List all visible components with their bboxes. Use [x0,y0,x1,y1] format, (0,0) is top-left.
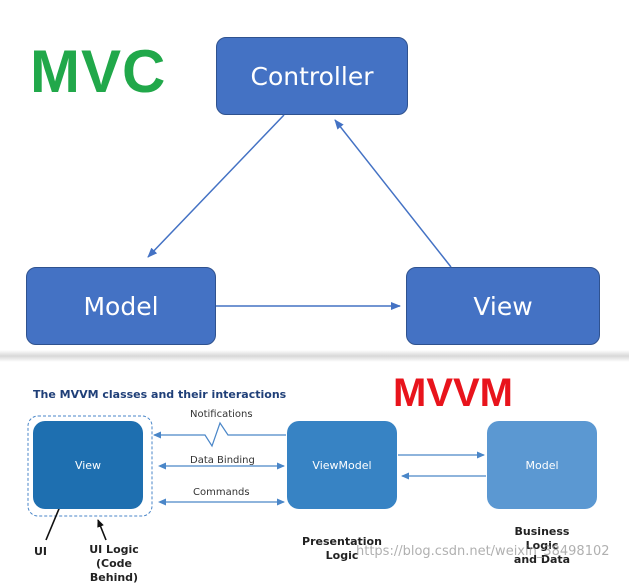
data-binding-label: Data Binding [190,455,255,466]
commands-arrow-left-head [158,498,166,506]
viewmodel-box: ViewModel [287,421,397,509]
notifications-label: Notifications [190,409,253,420]
view-label: View [473,291,533,321]
mvvm-model-box: Model [487,421,597,509]
mvc-title: MVC [30,38,167,105]
commands-label: Commands [193,487,250,498]
model-label: Model [83,291,159,321]
view-box: View [406,267,600,345]
viewmodel-label: ViewModel [312,458,372,472]
mvc-arrows [147,114,452,310]
controller-label: Controller [250,61,374,91]
model-box: Model [26,267,216,345]
presentation-logic-label: Presentation Logic [302,535,382,562]
business-logic-label: Business Logic and Data [513,525,571,566]
mvvm-view-box: View [33,421,143,509]
section-divider [0,350,629,362]
notifications-arrow [153,421,286,448]
controller-box: Controller [216,37,408,115]
mvvm-model-label: Model [525,458,559,472]
view-to-controller-arrow [334,119,452,268]
ui-label: UI [34,545,48,558]
ui-logic-label: UI Logic (Code Behind) [89,543,139,584]
code-behind-outline [27,415,153,517]
data-binding-arrow-left-head [158,462,166,470]
controller-to-model-arrow [147,114,285,258]
mvvm-heading: The MVVM classes and their interactions [33,388,287,401]
watermark-text: https://blog.csdn.net/weixin_38498102 [356,544,610,559]
mvvm-view-label: View [74,458,102,472]
mvvm-title: MVVM [393,371,513,415]
ui-logic-pointer-arrow [97,519,107,541]
